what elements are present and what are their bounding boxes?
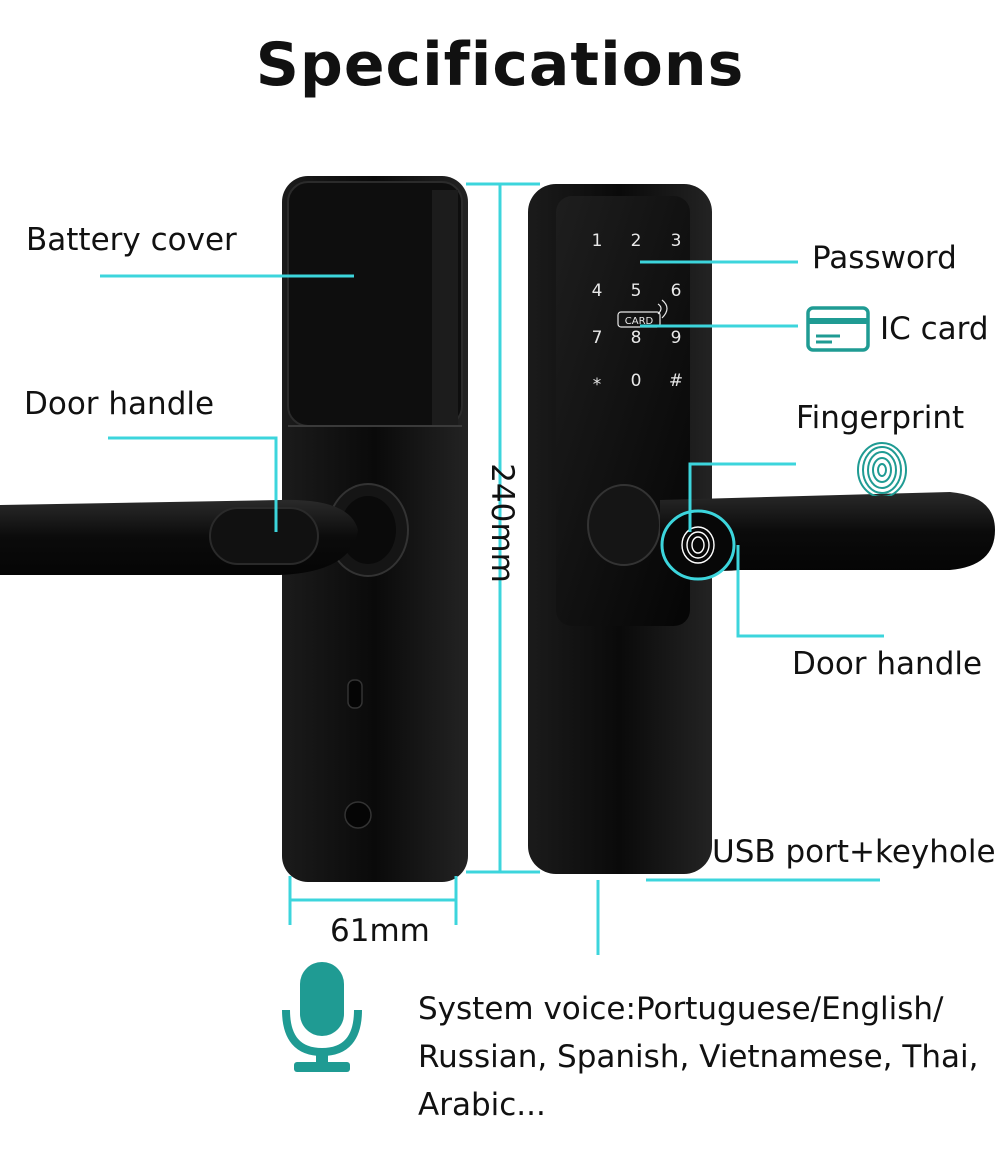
key: 8 — [631, 328, 642, 348]
front-lock-unit: 1 2 3 4 5 6 7 8 9 * 0 # CARD — [528, 184, 995, 874]
back-lock-unit — [0, 176, 468, 882]
voice-line: Russian, Spanish, Vietnamese, Thai, — [418, 1039, 979, 1075]
password-label: Password — [812, 240, 957, 276]
key: 3 — [671, 231, 682, 251]
leader-lines — [100, 260, 884, 955]
ic-card-label: IC card — [880, 311, 989, 347]
page-title: Specifications — [255, 30, 745, 100]
key: 6 — [671, 281, 682, 301]
voice-line: System voice:Portuguese/English/ — [418, 991, 944, 1027]
door-handle-left-label: Door handle — [24, 386, 215, 422]
fingerprint-label: Fingerprint — [796, 400, 965, 436]
fingerprint-icon — [850, 440, 914, 500]
fingerprint-reader — [660, 509, 736, 581]
thumb-switch — [347, 679, 363, 709]
width-dimension-label: 61mm — [330, 913, 430, 949]
key: # — [669, 371, 683, 391]
door-handle-right-label: Door handle — [792, 646, 983, 682]
credit-card-icon — [806, 306, 870, 356]
key: 5 — [631, 281, 642, 301]
front-door-handle — [660, 492, 995, 571]
microphone-icon — [278, 958, 366, 1082]
key: 1 — [592, 231, 603, 251]
height-dimension-label: 240mm — [484, 463, 520, 583]
battery-cover-label: Battery cover — [26, 222, 237, 258]
screw-hole — [344, 801, 372, 829]
card-symbol-label: CARD — [625, 316, 654, 327]
voice-line: Arabic... — [418, 1087, 546, 1123]
dimension-lines — [288, 182, 540, 925]
key: 0 — [631, 371, 642, 391]
key: 4 — [592, 281, 603, 301]
system-voice-description: System voice:Portuguese/English/ Russian… — [418, 985, 998, 1129]
key: * — [593, 375, 602, 395]
key: 7 — [592, 328, 603, 348]
usb-port-label: USB port+keyhole — [712, 834, 996, 870]
key: 9 — [671, 328, 682, 348]
key: 2 — [631, 231, 642, 251]
